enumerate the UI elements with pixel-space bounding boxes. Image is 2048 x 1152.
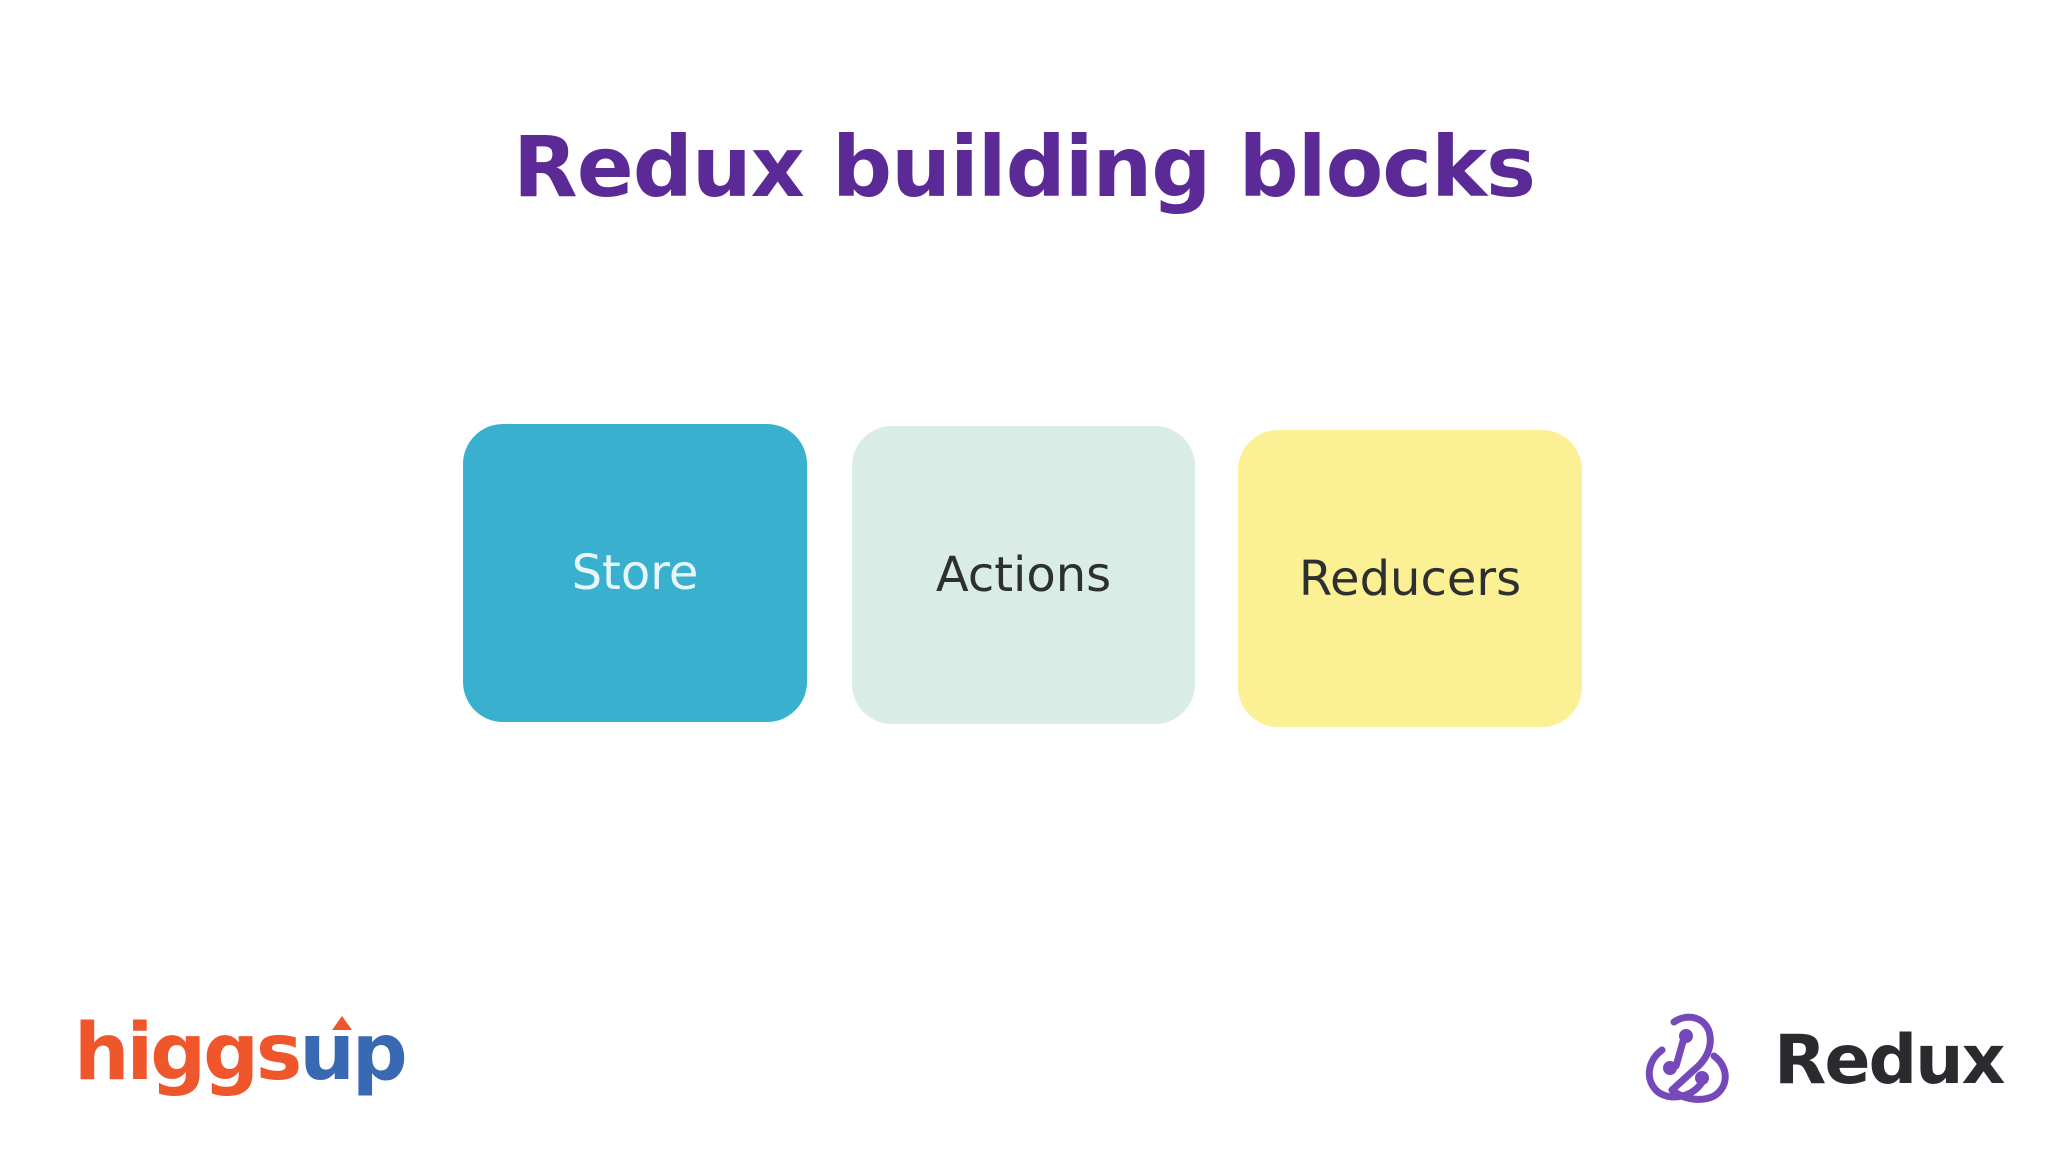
up-arrow-icon bbox=[332, 1016, 353, 1030]
redux-atom-icon bbox=[1645, 1013, 1729, 1103]
redux-wordmark: Redux bbox=[1774, 1021, 2005, 1100]
slide-title: Redux building blocks bbox=[513, 118, 1536, 216]
block-actions: Actions bbox=[852, 426, 1195, 724]
block-reducers: Reducers bbox=[1238, 430, 1582, 727]
block-store: Store bbox=[463, 424, 807, 722]
block-actions-label: Actions bbox=[935, 547, 1112, 603]
higgsup-logo-part2-text: up bbox=[299, 1008, 407, 1098]
higgsup-logo-part2: up bbox=[299, 1008, 407, 1098]
redux-logo: Redux bbox=[1636, 1006, 2005, 1116]
block-reducers-label: Reducers bbox=[1298, 550, 1522, 607]
block-store-label: Store bbox=[571, 545, 699, 601]
higgsup-logo-part1: higgs bbox=[74, 1008, 302, 1098]
